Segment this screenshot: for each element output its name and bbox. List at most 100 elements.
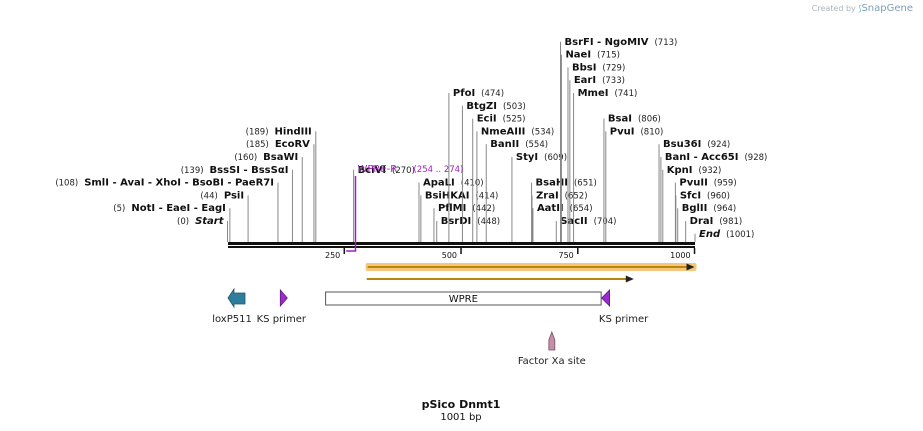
- site-start[interactable]: Start(0): [177, 216, 229, 242]
- site-styi[interactable]: StyI (609): [511, 152, 567, 242]
- site-name[interactable]: BbsI: [572, 62, 596, 73]
- site-pflmi[interactable]: PflMI(442): [433, 203, 495, 242]
- site-name[interactable]: PsiI: [224, 190, 244, 201]
- feature-loxp511[interactable]: loxP511: [212, 287, 252, 325]
- site-name[interactable]: BsrDI: [441, 216, 472, 227]
- site-bani-acc65i[interactable]: BanI - Acc65I (928): [660, 152, 767, 242]
- site-banii[interactable]: BanII(554): [485, 139, 548, 242]
- site-name[interactable]: ApaLI: [423, 178, 455, 189]
- site-sfci[interactable]: SfcI(960): [675, 190, 730, 242]
- site-name[interactable]: AatII: [537, 203, 564, 214]
- site-name[interactable]: BssSI - BssSαI: [210, 165, 289, 176]
- site-kpni[interactable]: KpnI(932): [662, 165, 722, 242]
- site-apali[interactable]: ApaLI (410): [418, 178, 484, 242]
- site-aatii[interactable]: AatII(654): [532, 203, 593, 242]
- site-zrai[interactable]: ZraI (652): [531, 190, 588, 242]
- site-name[interactable]: EciI: [477, 114, 497, 125]
- site-name[interactable]: Start: [195, 216, 225, 227]
- site-position: (652): [565, 191, 588, 201]
- site-ecorv[interactable]: EcoRV(185): [246, 139, 315, 242]
- site-name[interactable]: BsaHI: [536, 178, 568, 189]
- site-name[interactable]: PvuII: [679, 178, 707, 189]
- feature-ks-primer[interactable]: KS primer: [257, 288, 307, 325]
- primer-name[interactable]: WPRE-R: [357, 164, 397, 175]
- site-name[interactable]: SmlI - AvaI - XhoI - BsoBI - PaeR7I: [84, 178, 274, 189]
- site-bglii[interactable]: BglII(964): [677, 203, 737, 242]
- site-name[interactable]: BanII: [490, 139, 519, 150]
- site-name[interactable]: BtgZI: [466, 101, 497, 112]
- site-position: (928): [744, 153, 767, 163]
- site-name[interactable]: PfoI: [453, 88, 475, 99]
- site-name[interactable]: EarI: [574, 75, 596, 86]
- primer-arrow-icon[interactable]: [279, 288, 288, 308]
- site-name[interactable]: NmeAIII: [481, 126, 525, 137]
- site-name[interactable]: BsaWI: [263, 152, 298, 163]
- site-bcivi[interactable]: BciVI(270): [353, 165, 415, 242]
- site-name[interactable]: EcoRV: [275, 139, 310, 150]
- site-hindiii[interactable]: HindIII(189): [246, 126, 317, 242]
- feature-factor-xa-site[interactable]: Factor Xa site: [518, 330, 586, 367]
- site-name[interactable]: MmeI: [578, 88, 609, 99]
- site-bsssi-bsss-i[interactable]: BssSI - BssSαI(139): [181, 165, 293, 242]
- site-position: (474): [481, 89, 504, 99]
- site-position: (806): [638, 115, 661, 125]
- site-name[interactable]: BsaI: [608, 114, 632, 125]
- site-position: (525): [503, 115, 526, 125]
- site-name[interactable]: Bsu36I: [663, 139, 701, 150]
- primer-annotation[interactable]: WPRE-R(254 .. 274): [346, 164, 463, 252]
- feature-wpre[interactable]: WPRE: [325, 291, 602, 306]
- site-pfoi[interactable]: PfoI (474): [448, 88, 504, 242]
- feature-ks-primer[interactable]: KS primer: [599, 289, 649, 325]
- site-name[interactable]: DraI: [690, 216, 714, 227]
- orf-track[interactable]: [365, 263, 697, 271]
- site-name[interactable]: BanI - Acc65I: [665, 152, 739, 163]
- site-name[interactable]: ZraI: [536, 190, 559, 201]
- site-position: (410): [461, 179, 484, 189]
- site-bsrfi-ngomiv[interactable]: BsrFI - NgoMIV(713): [560, 37, 678, 242]
- site-sacii[interactable]: SacII(704): [555, 216, 616, 242]
- site-bsu36i[interactable]: Bsu36I(924): [658, 139, 730, 242]
- feature-box[interactable]: [325, 291, 602, 306]
- site-name[interactable]: KpnI: [667, 165, 693, 176]
- primer-arrow-icon[interactable]: [601, 289, 610, 307]
- site-name[interactable]: NotI - EaeI - EagI: [131, 203, 226, 214]
- site-name[interactable]: SfcI: [680, 190, 701, 201]
- site-position: (609): [544, 153, 567, 163]
- site-bsrdi[interactable]: BsrDI(448): [436, 216, 500, 242]
- site-btgzi[interactable]: BtgZI(503): [461, 101, 526, 242]
- site-name[interactable]: PvuI: [610, 126, 635, 137]
- site-bsai[interactable]: BsaI (806): [603, 114, 661, 242]
- loxp-arrow-icon[interactable]: [227, 287, 246, 309]
- orf-track[interactable]: [366, 275, 634, 283]
- site-noti-eaei-eagi[interactable]: NotI - EaeI - EagI(5): [113, 203, 231, 242]
- site-end[interactable]: End(1001): [694, 229, 754, 242]
- site-name[interactable]: HindIII: [275, 126, 312, 137]
- site-pvui[interactable]: PvuI(810): [605, 126, 664, 242]
- site-naei[interactable]: NaeI(715): [560, 50, 620, 242]
- primer-wpre-r-line[interactable]: [346, 176, 357, 252]
- site-smli-avai-xhoi-bsobi-paer7i[interactable]: SmlI - AvaI - XhoI - BsoBI - PaeR7I(108): [55, 178, 279, 242]
- site-psii[interactable]: PsiI(44): [200, 190, 249, 242]
- site-name[interactable]: PflMI: [438, 203, 466, 214]
- plasmid-length: 1001 bp: [440, 412, 481, 423]
- site-name[interactable]: NaeI: [565, 50, 591, 61]
- site-drai[interactable]: DraI(981): [685, 216, 743, 242]
- orf-tracks[interactable]: [365, 263, 697, 283]
- site-name[interactable]: StyI: [516, 152, 538, 163]
- site-nmeaiii[interactable]: NmeAIII(534): [476, 126, 554, 242]
- site-name[interactable]: BciVI: [358, 165, 386, 176]
- snapgene-brand: Created by ⟆SnapGene: [812, 3, 913, 14]
- site-bbsi[interactable]: BbsI(729): [567, 62, 625, 242]
- site-name[interactable]: BglII: [682, 203, 708, 214]
- site-mmei[interactable]: MmeI(741): [573, 88, 638, 242]
- orf-arrowhead-icon: [686, 263, 695, 271]
- site-name[interactable]: BsrFI - NgoMIV: [565, 37, 649, 48]
- site-eari[interactable]: EarI(733): [569, 75, 625, 242]
- site-bsihkai[interactable]: BsiHKAI(414): [420, 190, 498, 242]
- site-name[interactable]: End: [699, 229, 721, 240]
- site-name[interactable]: BsiHKAI: [425, 190, 470, 201]
- factor-xa-icon[interactable]: [548, 330, 556, 351]
- site-bsawi[interactable]: BsaWI(160): [234, 152, 303, 242]
- site-ecii[interactable]: EciI (525): [472, 114, 526, 242]
